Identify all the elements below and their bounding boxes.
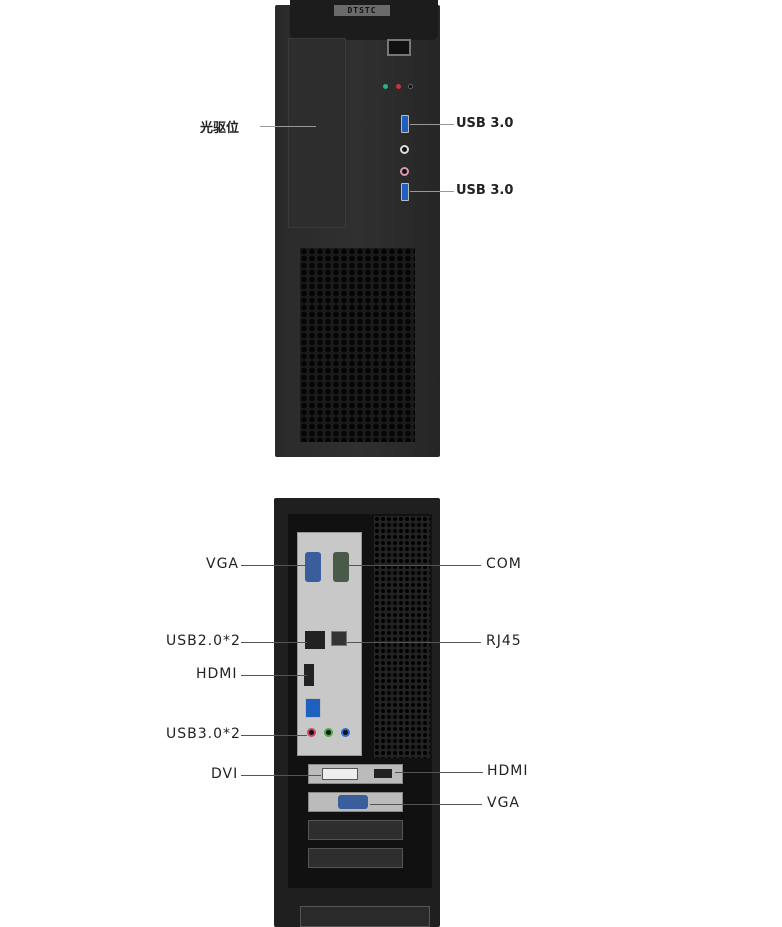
power-button[interactable] bbox=[387, 39, 411, 56]
leader-line bbox=[241, 775, 321, 776]
audio-green bbox=[324, 728, 333, 737]
hdmi-port bbox=[304, 664, 314, 686]
label-usb2: USB2.0*2 bbox=[166, 633, 241, 649]
label-dvi: DVI bbox=[211, 766, 239, 782]
audio-pink bbox=[307, 728, 316, 737]
leader-line bbox=[241, 565, 307, 566]
leader-line bbox=[345, 565, 481, 566]
carry-handle: DTSTC bbox=[290, 0, 438, 40]
leader-line bbox=[395, 772, 483, 773]
led-green bbox=[383, 84, 388, 89]
usb3-ports bbox=[305, 698, 321, 718]
headphone-jack bbox=[400, 145, 409, 154]
usb2-ports bbox=[305, 631, 325, 649]
label-usb3-top: USB 3.0 bbox=[456, 116, 514, 131]
label-com: COM bbox=[486, 556, 522, 572]
audio-blue bbox=[341, 728, 350, 737]
leader-line bbox=[260, 126, 316, 127]
usb3-port-top bbox=[401, 115, 409, 133]
leader-line bbox=[410, 124, 454, 125]
label-optical-bay: 光驱位 bbox=[200, 121, 240, 136]
leader-line bbox=[241, 675, 307, 676]
leader-line bbox=[370, 804, 482, 805]
gpu-vga-port bbox=[338, 795, 368, 809]
gpu-hdmi-port bbox=[374, 769, 392, 778]
rear-case bbox=[274, 498, 440, 927]
leader-line bbox=[241, 642, 307, 643]
dvi-port bbox=[322, 768, 358, 780]
optical-bay bbox=[288, 38, 346, 228]
front-case: DTSTC bbox=[275, 0, 440, 457]
psu bbox=[300, 906, 430, 927]
leader-line bbox=[241, 735, 307, 736]
vga-port bbox=[305, 552, 321, 582]
label-rj45: RJ45 bbox=[486, 633, 522, 649]
handle-logo: DTSTC bbox=[334, 5, 390, 16]
led-red bbox=[396, 84, 401, 89]
label-usb3-bottom: USB 3.0 bbox=[456, 183, 514, 198]
front-grill bbox=[300, 248, 415, 442]
usb3-port-bottom bbox=[401, 183, 409, 201]
led-black bbox=[408, 84, 413, 89]
expansion-slot bbox=[308, 820, 403, 840]
leader-line bbox=[410, 191, 454, 192]
label-hdmi: HDMI bbox=[196, 666, 238, 682]
label-usb3: USB3.0*2 bbox=[166, 726, 241, 742]
label-vga: VGA bbox=[206, 556, 240, 572]
rear-vent bbox=[374, 516, 430, 758]
leader-line bbox=[345, 642, 481, 643]
expansion-slot bbox=[308, 848, 403, 868]
label-gpu-hdmi: HDMI bbox=[487, 763, 529, 779]
rj45-port bbox=[331, 631, 347, 646]
mic-jack bbox=[400, 167, 409, 176]
com-port bbox=[333, 552, 349, 582]
label-gpu-vga: VGA bbox=[487, 795, 521, 811]
